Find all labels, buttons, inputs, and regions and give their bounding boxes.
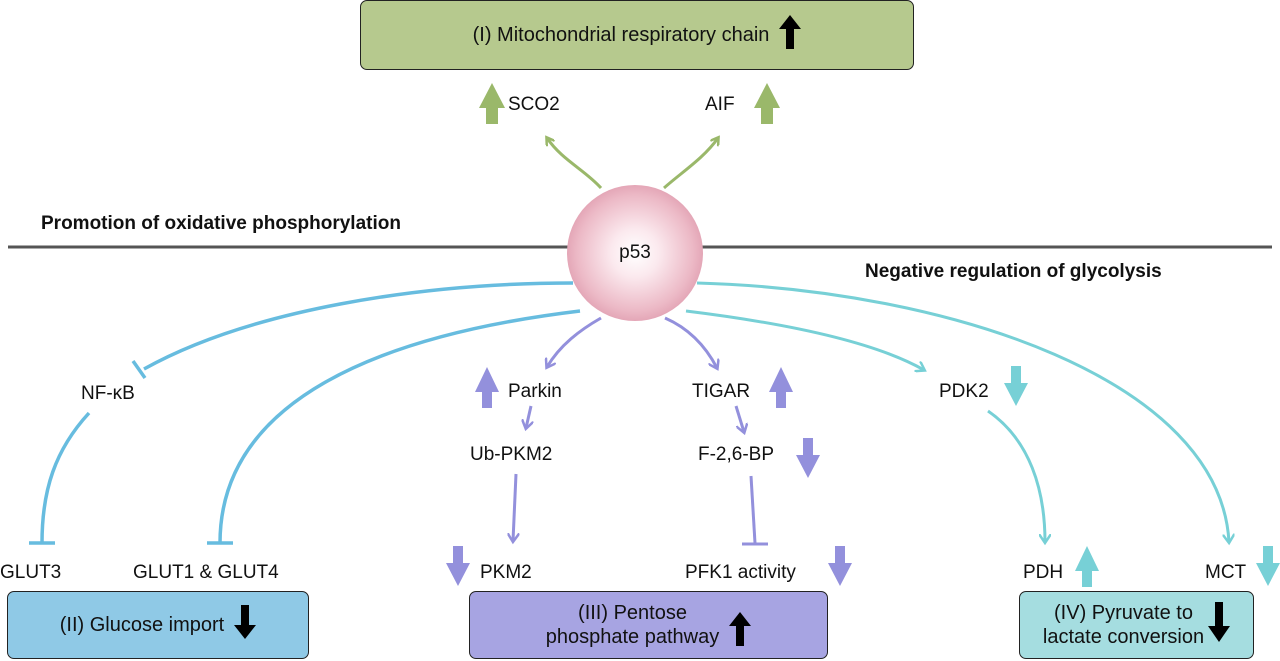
box-pentose-phosphate-pathway: (III) Pentose phosphate pathway xyxy=(469,591,828,659)
edge-p53-mct xyxy=(696,281,1229,542)
up-arrow-icon xyxy=(779,15,802,55)
section-title-glycolysis: Negative regulation of glycolysis xyxy=(865,261,1162,282)
node-glut1-glut4: GLUT1 & GLUT4 xyxy=(133,562,279,583)
edge-tigar-f26bp xyxy=(734,405,744,432)
node-mct: MCT xyxy=(1205,562,1247,583)
down-arrow-f26bp-icon xyxy=(796,438,820,478)
down-arrow-icon xyxy=(1208,602,1231,648)
box-pyruvate-to-lactate: (IV) Pyruvate to lactate conversion xyxy=(1019,591,1254,659)
edge-parkin-ubpkm2 xyxy=(526,405,531,428)
down-arrow-mct-icon xyxy=(1256,546,1280,586)
node-pdk2: PDK2 xyxy=(939,381,989,402)
node-aif: AIF xyxy=(705,94,735,115)
p53-label: p53 xyxy=(619,242,651,263)
edge-p53-nfkb xyxy=(143,281,574,371)
up-arrow-aif-icon xyxy=(754,83,780,124)
node-sco2: SCO2 xyxy=(508,94,560,115)
up-arrow-parkin-icon xyxy=(475,367,499,408)
box-label-line1: (III) Pentose xyxy=(578,602,687,624)
node-nfkb: NF-κB xyxy=(81,383,135,404)
node-pfk1: PFK1 activity xyxy=(685,562,796,583)
node-parkin: Parkin xyxy=(508,381,562,402)
up-arrow-pdh-icon xyxy=(1075,546,1099,587)
box-label-line2: phosphate pathway xyxy=(545,626,720,648)
inhibit-bar-nfkb xyxy=(131,359,147,380)
down-arrow-pfk1-icon xyxy=(828,546,852,586)
node-pdh: PDH xyxy=(1023,562,1064,583)
box-glucose-import: (II) Glucose import xyxy=(7,591,309,659)
up-arrow-tigar-icon xyxy=(769,367,793,408)
box-label: (I) Mitochondrial respiratory chain xyxy=(472,24,770,46)
p53-node: p53 xyxy=(567,185,703,321)
box-mitochondrial-respiratory-chain: (I) Mitochondrial respiratory chain xyxy=(360,0,914,70)
up-arrow-icon xyxy=(729,612,752,652)
edge-nfkb-glut3 xyxy=(40,411,91,544)
box-label: (II) Glucose import xyxy=(59,614,225,636)
edge-p53-sco2 xyxy=(547,138,603,189)
section-title-oxidative: Promotion of oxidative phosphorylation xyxy=(41,213,401,234)
edge-p53-glut14 xyxy=(218,309,581,544)
down-arrow-pdk2-icon xyxy=(1004,366,1028,406)
edge-f26bp-pfk1 xyxy=(749,475,757,544)
box-label-line1: (IV) Pyruvate to xyxy=(1054,602,1193,624)
node-f26bp: F-2,6-BP xyxy=(698,444,775,465)
node-tigar: TIGAR xyxy=(692,381,751,402)
node-glut3: GLUT3 xyxy=(0,562,62,583)
edge-pdk2-pdh xyxy=(987,409,1045,542)
up-arrow-sco2-icon xyxy=(479,83,505,124)
box-label-line2: lactate conversion xyxy=(1042,626,1205,648)
edge-p53-parkin xyxy=(547,316,602,367)
down-arrow-icon xyxy=(234,605,257,645)
edge-p53-pdk2 xyxy=(685,309,924,370)
down-arrow-pkm2-icon xyxy=(446,546,470,586)
node-ub-pkm2: Ub-PKM2 xyxy=(470,444,553,465)
node-pkm2: PKM2 xyxy=(480,562,532,583)
edge-p53-tigar xyxy=(664,316,717,368)
edge-ubpkm2-pkm2 xyxy=(513,473,516,541)
edge-p53-aif xyxy=(663,138,718,190)
